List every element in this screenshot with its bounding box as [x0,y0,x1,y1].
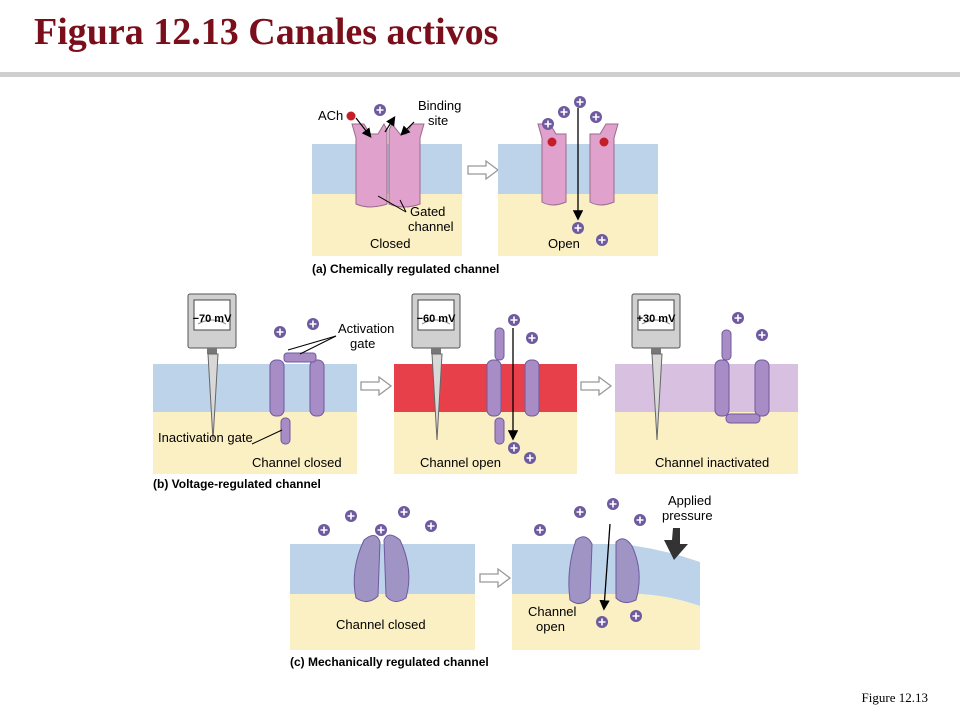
ach-label: ACh [318,108,343,123]
ion [306,317,320,331]
ion [424,519,438,533]
meter-reading: −70 mV [193,313,232,325]
microelectrode [651,353,663,441]
volt-channel-subunit [714,359,730,417]
cytoplasm-c-closed [290,594,475,650]
ion [606,497,620,511]
chem-channel-subunit [589,123,619,206]
figure-reference: Figure 12.13 [861,690,928,705]
ion [589,110,603,124]
pressure-arrow [664,528,688,560]
transition-arrow [479,568,511,588]
chem-channel-subunit [537,123,567,206]
activation-gate-open [494,327,505,361]
cytoplasm-b-open [394,412,577,474]
ach-molecule [599,137,609,147]
ach-molecule [547,137,557,147]
meter-reading: −60 mV [417,313,456,325]
ion [373,103,387,117]
ion [633,513,647,527]
ion [573,505,587,519]
ion [595,233,609,247]
ion [374,523,388,537]
ion [595,615,609,629]
title-divider [0,72,960,77]
activation-gate [283,352,317,363]
ion [507,441,521,455]
cytoplasm-b-inactivated [615,412,798,474]
channel-inactivated-label: Channel inactivated [655,455,769,470]
ach-molecule [346,111,356,121]
panel-a-caption: (a) Chemically regulated channel [312,262,499,276]
volt-channel-subunit [486,359,502,417]
ion [523,451,537,465]
microelectrode [431,353,443,441]
ion [507,313,521,327]
transition-arrow [467,160,499,180]
ion [525,331,539,345]
activation-gate-open [721,329,732,361]
ion [571,221,585,235]
ion [541,117,555,131]
transition-arrow [360,376,392,396]
ion [317,523,331,537]
mech-channel-subunit [383,534,410,602]
ion [755,328,769,342]
closed-label: Closed [370,236,410,251]
chem-channel-subunit [388,123,425,208]
inactivation-gate [494,417,505,445]
membrane-b-closed [153,364,357,412]
inactivation-gate-closed [725,413,761,424]
mech-channel-subunit [568,536,593,604]
ion [273,325,287,339]
microelectrode [207,353,219,441]
ion [629,609,643,623]
volt-channel-subunit [524,359,540,417]
panel-c-caption: (c) Mechanically regulated channel [290,655,489,669]
panel-b-caption: (b) Voltage-regulated channel [153,477,321,491]
volt-channel-subunit [754,359,770,417]
membrane-b-open-depolarized [394,364,577,412]
channel-open-label: Channel open [420,455,501,470]
slide-title: Figura 12.13 Canales activos [34,11,499,53]
mech-channel-subunit [353,535,381,602]
ion [344,509,358,523]
ion [397,505,411,519]
ion [731,311,745,325]
chem-channel-subunit [351,122,388,208]
meter-reading: +30 mV [637,313,676,325]
transition-arrow [580,376,612,396]
inactivation-gate [280,417,291,445]
inactivation-gate-label: Inactivation gate [158,430,253,445]
mech-channel-subunit [615,538,640,604]
ion [573,95,587,109]
open-label: Open [548,236,580,251]
ion [557,105,571,119]
channel-closed-label: Channel closed [252,455,342,470]
channel-closed-label: Channel closed [336,617,426,632]
membrane-b-inactivated [615,364,798,412]
volt-channel-subunit [309,359,325,417]
ion [533,523,547,537]
membrane-c-closed [290,544,475,594]
volt-channel-subunit [269,359,285,417]
